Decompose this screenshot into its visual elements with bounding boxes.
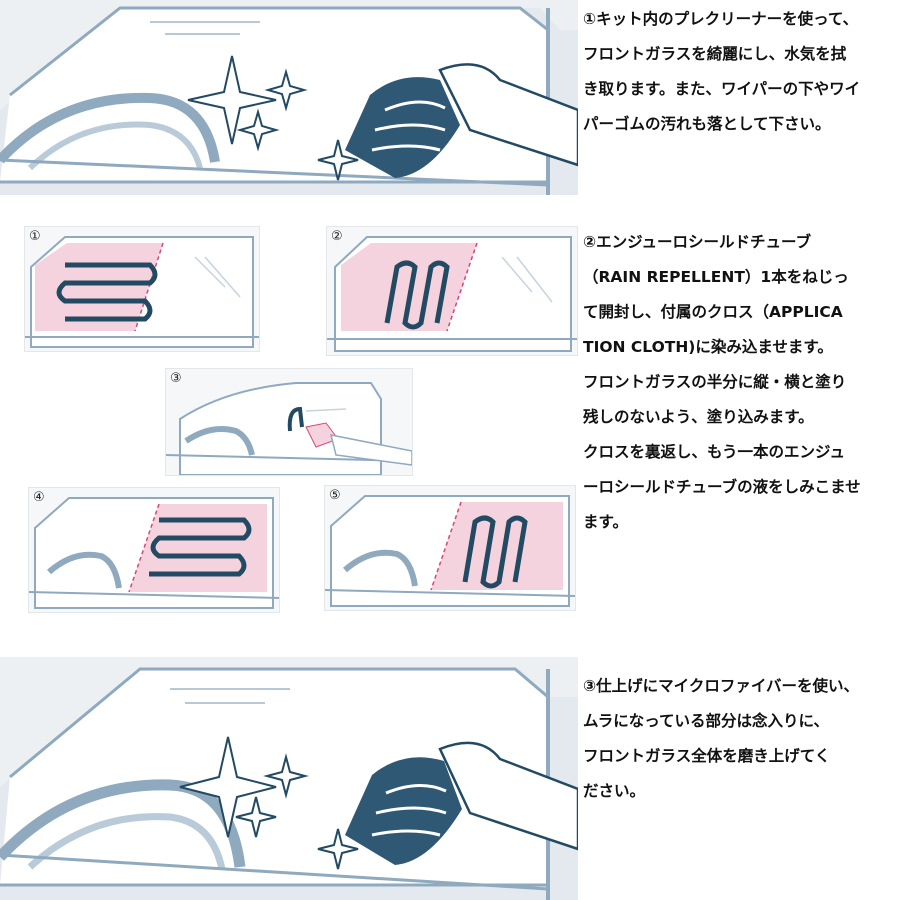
step-three-text: ③仕上げにマイクロファイバーを使い、 ムラになっている部分は念入りに、 フロント… [583,669,859,809]
step-two-line: て開封し、付属のクロス（APPLICA [583,303,843,321]
step-one-line: ①キット内のプレクリーナーを使って、 [583,10,859,28]
horizontal-wipe-other-half-diagram [29,497,279,609]
step-three-line: ③仕上げにマイクロファイバーを使い、 [583,677,860,695]
diagram-step-4: ④ [28,487,280,613]
hand-with-cloth-icon [345,63,578,178]
sparkle-icon [187,55,359,181]
diagram-step-5: ⑤ [324,485,576,611]
step-two-line: ②エンジューロシールドチューブ [583,233,812,251]
step-one-text: ①キット内のプレクリーナーを使って、 フロントガラスを綺麗にし、水気を拭 き取り… [583,2,860,142]
diagram-step-2: ② [326,226,578,356]
windshield-wipe-drawing [0,0,578,195]
horizontal-wipe-diagram [25,236,259,348]
step-two-line: クロスを裏返し、もう一本のエンジュ [583,443,845,461]
step-two-line: TION CLOTH)に染み込ませます。 [583,338,833,356]
vertical-wipe-other-half-diagram [325,495,575,607]
step-one-line: き取ります。また、ワイパーの下やワイ [583,80,861,98]
vertical-wipe-diagram [327,236,577,352]
windshield-polish-drawing [0,657,578,900]
step-number-label: ④ [33,490,45,505]
step-two-line: フロントガラスの半分に縦・横と塗り [583,373,847,391]
diagram-step-1: ① [24,226,260,352]
step-number-label: ② [331,229,343,244]
step-number-label: ③ [170,371,182,386]
prewipe-illustration [0,0,578,195]
sparkle-icon [179,736,359,870]
polish-illustration [0,657,578,900]
step-two-line: ます。 [583,513,628,531]
cloth-apply-diagram [166,382,412,475]
step-three-line: フロントガラス全体を磨き上げてく [583,747,831,765]
hand-with-cloth-icon [345,741,578,865]
diagram-step-3: ③ [165,368,413,476]
step-three-line: ムラになっている部分は念入りに、 [583,712,829,730]
step-number-label: ⑤ [329,488,341,503]
step-two-line: 残しのないよう、塗り込みます。 [583,408,814,426]
step-number-label: ① [29,229,41,244]
step-two-line: ーロシールドチューブの液をしみこませ [583,478,861,496]
step-one-line: パーゴムの汚れも落として下さい。 [583,115,831,133]
step-three-line: ださい。 [583,782,646,800]
step-one-line: フロントガラスを綺麗にし、水気を拭 [583,45,847,63]
step-two-text: ②エンジューロシールドチューブ （RAIN REPELLENT）1本をねじっ て… [583,225,861,540]
step-two-line: （RAIN REPELLENT）1本をねじっ [583,268,849,286]
